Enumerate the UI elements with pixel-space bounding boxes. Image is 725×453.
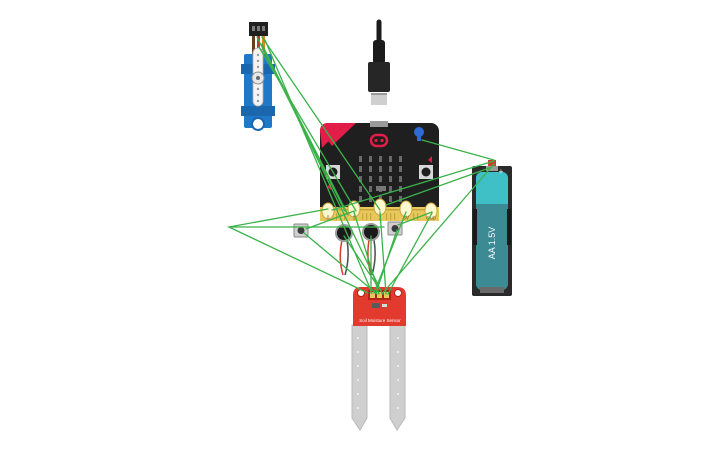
sensor-probe-right (389, 324, 406, 431)
wire[interactable] (387, 212, 433, 295)
wire[interactable] (397, 211, 433, 226)
microbit-speaker (414, 127, 424, 137)
sensor-label: Soil Moisture Sensor (359, 318, 401, 323)
sensor-probe-left (351, 324, 368, 431)
wire[interactable] (381, 163, 495, 295)
wire[interactable] (343, 235, 384, 295)
wire[interactable] (303, 232, 378, 295)
wire[interactable] (305, 210, 355, 230)
wires (226, 36, 495, 295)
battery-plus-label: + (499, 167, 504, 176)
wire[interactable] (353, 211, 380, 295)
wire[interactable] (261, 36, 381, 211)
vibration-motor-left[interactable] (335, 224, 353, 276)
wire[interactable] (331, 160, 495, 211)
aa-battery[interactable]: + AA 1.5V (472, 160, 512, 296)
wire[interactable] (258, 46, 357, 212)
button-b[interactable] (419, 165, 433, 179)
microbit-logo (369, 133, 389, 148)
soil-moisture-sensor[interactable]: Soil Moisture Sensor (351, 287, 406, 431)
wire[interactable] (373, 211, 407, 294)
servo-motor[interactable] (241, 22, 275, 131)
wire[interactable] (421, 139, 495, 161)
microbit-usb-port (370, 121, 388, 127)
usb-cable[interactable] (368, 19, 390, 105)
pin-label-1: 1 (353, 216, 356, 222)
pin-label-0: 0 (327, 216, 330, 222)
pin-label-3v: 3V (403, 216, 410, 222)
microbit-board[interactable]: 0 1 2 3V GND (320, 121, 439, 222)
pin-label-gnd: GND (426, 216, 437, 221)
wire[interactable] (379, 211, 387, 295)
wire[interactable] (385, 166, 493, 206)
wire[interactable] (261, 44, 349, 216)
battery-label: AA 1.5V (487, 227, 497, 260)
